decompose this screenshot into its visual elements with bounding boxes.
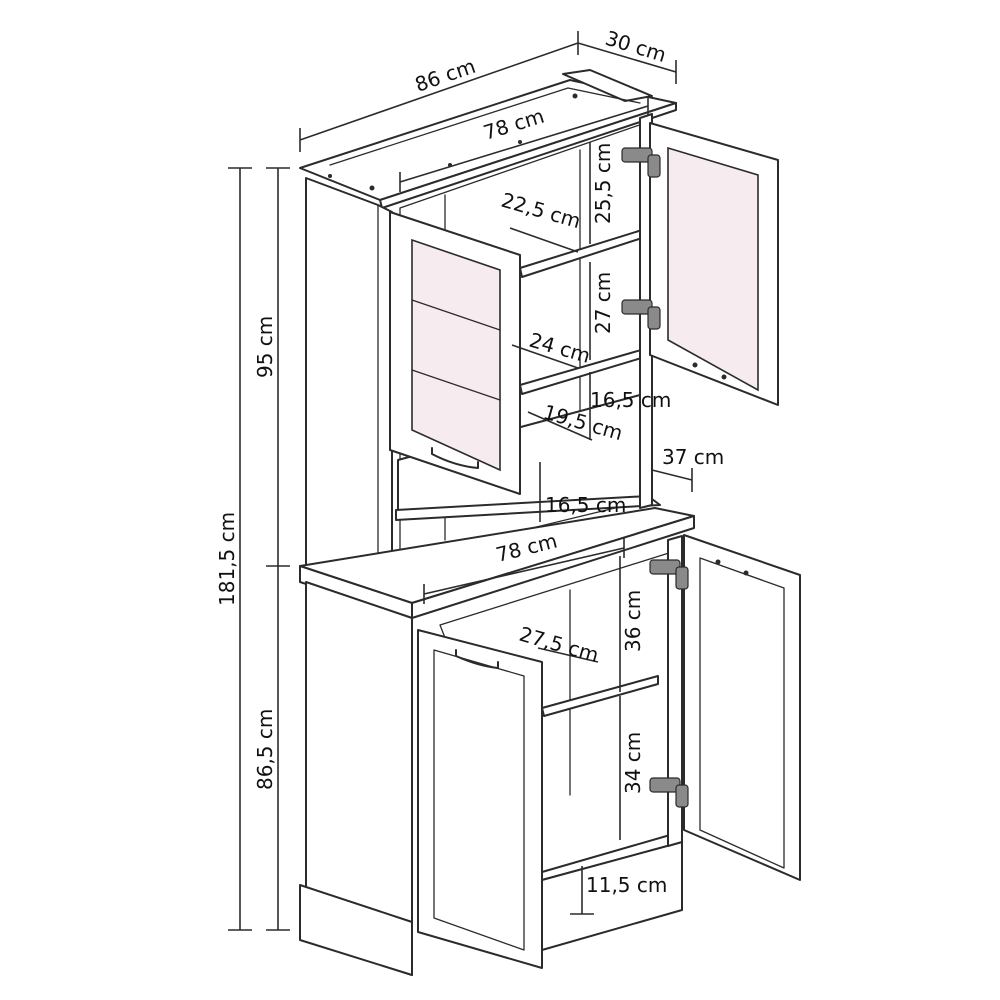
label-plinth-gap: 11,5 cm (586, 873, 667, 897)
label-upper-shelf-1-depth: 22,5 cm (499, 188, 584, 234)
label-upper-height: 95 cm (253, 316, 277, 378)
lower-left-door-handle[interactable] (455, 649, 499, 669)
dim-line-lower-shelf (537, 647, 599, 663)
label-lower-gap-1: 36 cm (621, 590, 645, 652)
upper-shelf-1 (519, 229, 643, 278)
top-screw-hole (518, 140, 522, 144)
hinge-icon (621, 299, 661, 330)
label-upper-gap-1: 25,5 cm (591, 143, 615, 224)
hinge-icon (649, 559, 689, 590)
hinge-icon (621, 147, 661, 178)
lower-right-side-edge (667, 535, 683, 847)
door-screw-hole (743, 570, 749, 576)
dim-line-top-inner (399, 105, 649, 183)
lower-shelf (541, 675, 659, 717)
dim-line-counter-width (423, 547, 625, 595)
upper-right-door-glass (667, 146, 759, 392)
lower-left-door (417, 629, 543, 969)
top-screw-hole (328, 174, 332, 178)
label-open-niche-height: 16,5 cm (545, 493, 626, 517)
glass-reflection (411, 369, 501, 401)
plinth-edge (299, 884, 413, 923)
top-board-groove (329, 87, 641, 166)
label-lower-gap-2: 34 cm (621, 732, 645, 794)
upper-left-door-handle[interactable] (431, 447, 479, 469)
hinge-icon (649, 777, 689, 808)
top-board-front-edge (379, 102, 677, 209)
glass-reflection (411, 299, 501, 331)
dim-line-overall-width (299, 42, 579, 141)
label-upper-gap-3: 16,5 cm (590, 388, 671, 412)
dim-line-counter-depth (651, 469, 693, 481)
niche-shelf (395, 495, 661, 521)
dim-line-shelf-1 (509, 227, 579, 253)
lower-right-door-panel (699, 557, 785, 869)
top-screw-hole (572, 93, 578, 99)
dim-line-shelf-2 (511, 344, 579, 369)
label-counter-depth: 37 cm (662, 445, 724, 469)
label-overall-width: 86 cm (412, 54, 479, 97)
top-back-rail (562, 69, 653, 102)
upper-left-door-glass (411, 238, 501, 472)
dim-line-shelf-3 (527, 411, 593, 441)
label-total-height: 181,5 cm (215, 512, 239, 606)
door-screw-hole (721, 374, 727, 380)
door-screw-hole (692, 362, 698, 368)
top-screw-hole (369, 185, 375, 191)
upper-left-side-panel (305, 177, 393, 583)
label-lower-height: 86,5 cm (253, 709, 277, 790)
door-screw-hole (715, 559, 721, 565)
lower-right-door (683, 534, 801, 881)
label-upper-gap-2: 27 cm (591, 272, 615, 334)
dim-line-depth (577, 42, 677, 73)
